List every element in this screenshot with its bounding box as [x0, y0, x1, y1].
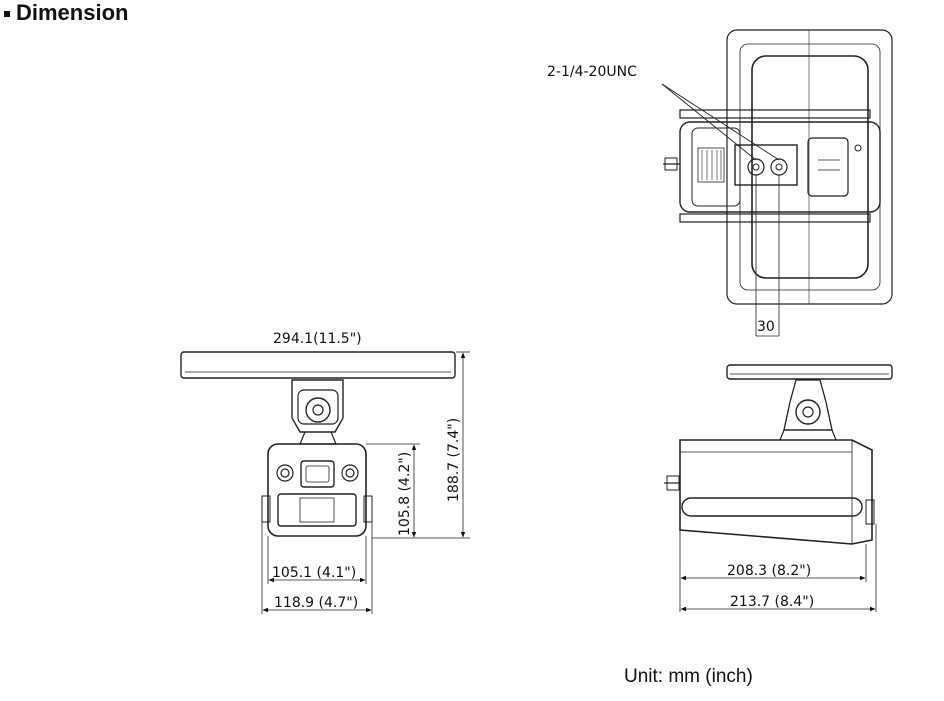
side-rail: [681, 497, 863, 517]
screw-hole-1: [747, 158, 765, 176]
mount-adapter: [734, 144, 798, 186]
dim-height-total: 188.7 (7.4"): [446, 418, 462, 502]
dim-width-top: 294.1(11.5"): [273, 331, 362, 347]
front-bracket: [291, 379, 344, 433]
mount-plate-outline: [726, 29, 893, 305]
side-bracket: [783, 379, 833, 431]
side-view: [664, 364, 893, 612]
side-mount-plate: [726, 364, 893, 380]
top-rail: [679, 109, 871, 119]
dim-height-body: 105.8 (4.2"): [397, 452, 413, 536]
dim-width-body: 105.1 (4.1"): [272, 565, 356, 581]
bullet-icon: [4, 11, 10, 17]
dim-width-overall: 118.9 (4.7"): [274, 595, 358, 611]
spacing-label: 30: [757, 319, 775, 335]
bottom-rail: [679, 213, 871, 223]
unit-note: Unit: mm (inch): [624, 666, 753, 687]
mount-frame-window: [751, 55, 869, 279]
section-title-text: Dimension: [16, 0, 129, 25]
front-view: [180, 351, 470, 614]
dim-length-body: 208.3 (8.2"): [727, 563, 811, 579]
thread-label: 2-1/4-20UNC: [547, 64, 637, 80]
top-view: [661, 29, 893, 337]
side-camera-body: [679, 439, 873, 545]
dim-length-overall: 213.7 (8.4"): [730, 594, 814, 610]
camera-body-top: [679, 121, 881, 213]
mount-plate-inner: [739, 43, 881, 291]
front-camera-body: [267, 443, 367, 537]
front-mount-plate: [180, 351, 456, 379]
section-title: Dimension: [4, 0, 128, 26]
screw-hole-2: [770, 158, 788, 176]
